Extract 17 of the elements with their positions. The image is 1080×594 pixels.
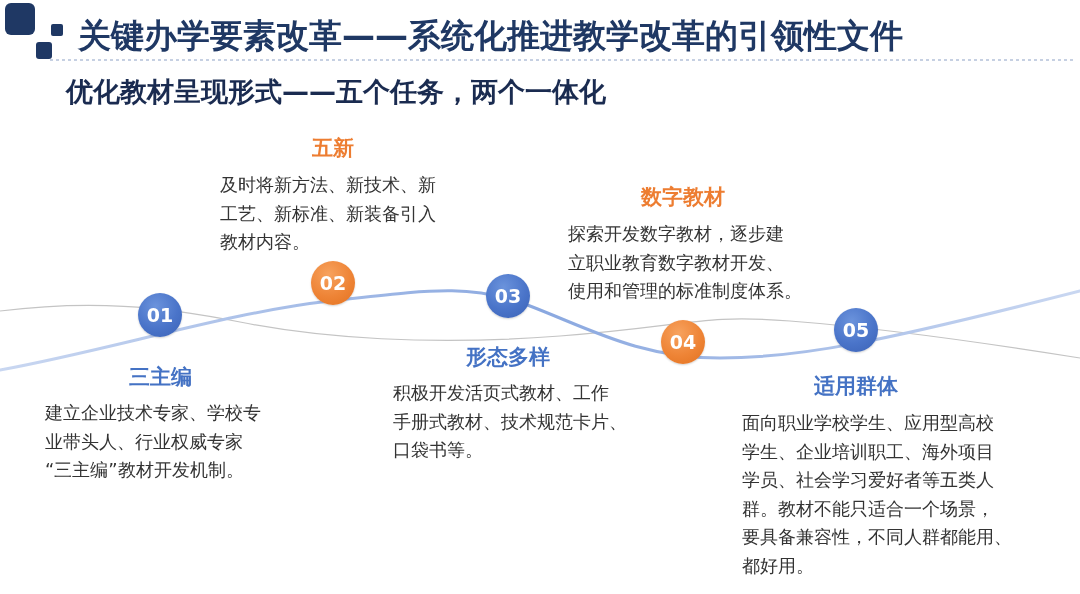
step-heading: 三主编 — [128, 365, 192, 389]
step-description: 积极开发活页式教材、工作手册式教材、技术规范卡片、口袋书等。 — [393, 381, 627, 462]
number-circle: 03 — [486, 274, 530, 318]
number-circle: 05 — [834, 308, 878, 352]
step-description: 及时将新方法、新技术、新工艺、新标准、新装备引入教材内容。 — [220, 173, 436, 254]
step-description: 探索开发数字教材，逐步建立职业教育数字教材开发、使用和管理的标准制度体系。 — [568, 222, 802, 303]
number-circle: 04 — [661, 320, 705, 364]
step-heading: 形态多样 — [466, 345, 550, 369]
step-heading: 数字教材 — [641, 185, 725, 209]
slide-title: 关键办学要素改革——系统化推进教学改革的引领性文件 — [78, 19, 903, 53]
step-heading: 五新 — [312, 136, 354, 160]
subtitle: 优化教材呈现形式——五个任务，两个一体化 — [66, 78, 606, 106]
step-heading: 适用群体 — [814, 374, 898, 398]
step-description: 面向职业学校学生、应用型高校学生、企业培训职工、海外项目学员、社会学习爱好者等五类人群。教材不能只适合一个场景，要具备兼容性，不同人群都能用、都好用。 — [742, 411, 1012, 578]
number-circle: 02 — [311, 261, 355, 305]
number-circle: 01 — [138, 293, 182, 337]
step-description: 建立企业技术专家、学校专业带头人、行业权威专家“三主编”教材开发机制。 — [45, 401, 261, 482]
